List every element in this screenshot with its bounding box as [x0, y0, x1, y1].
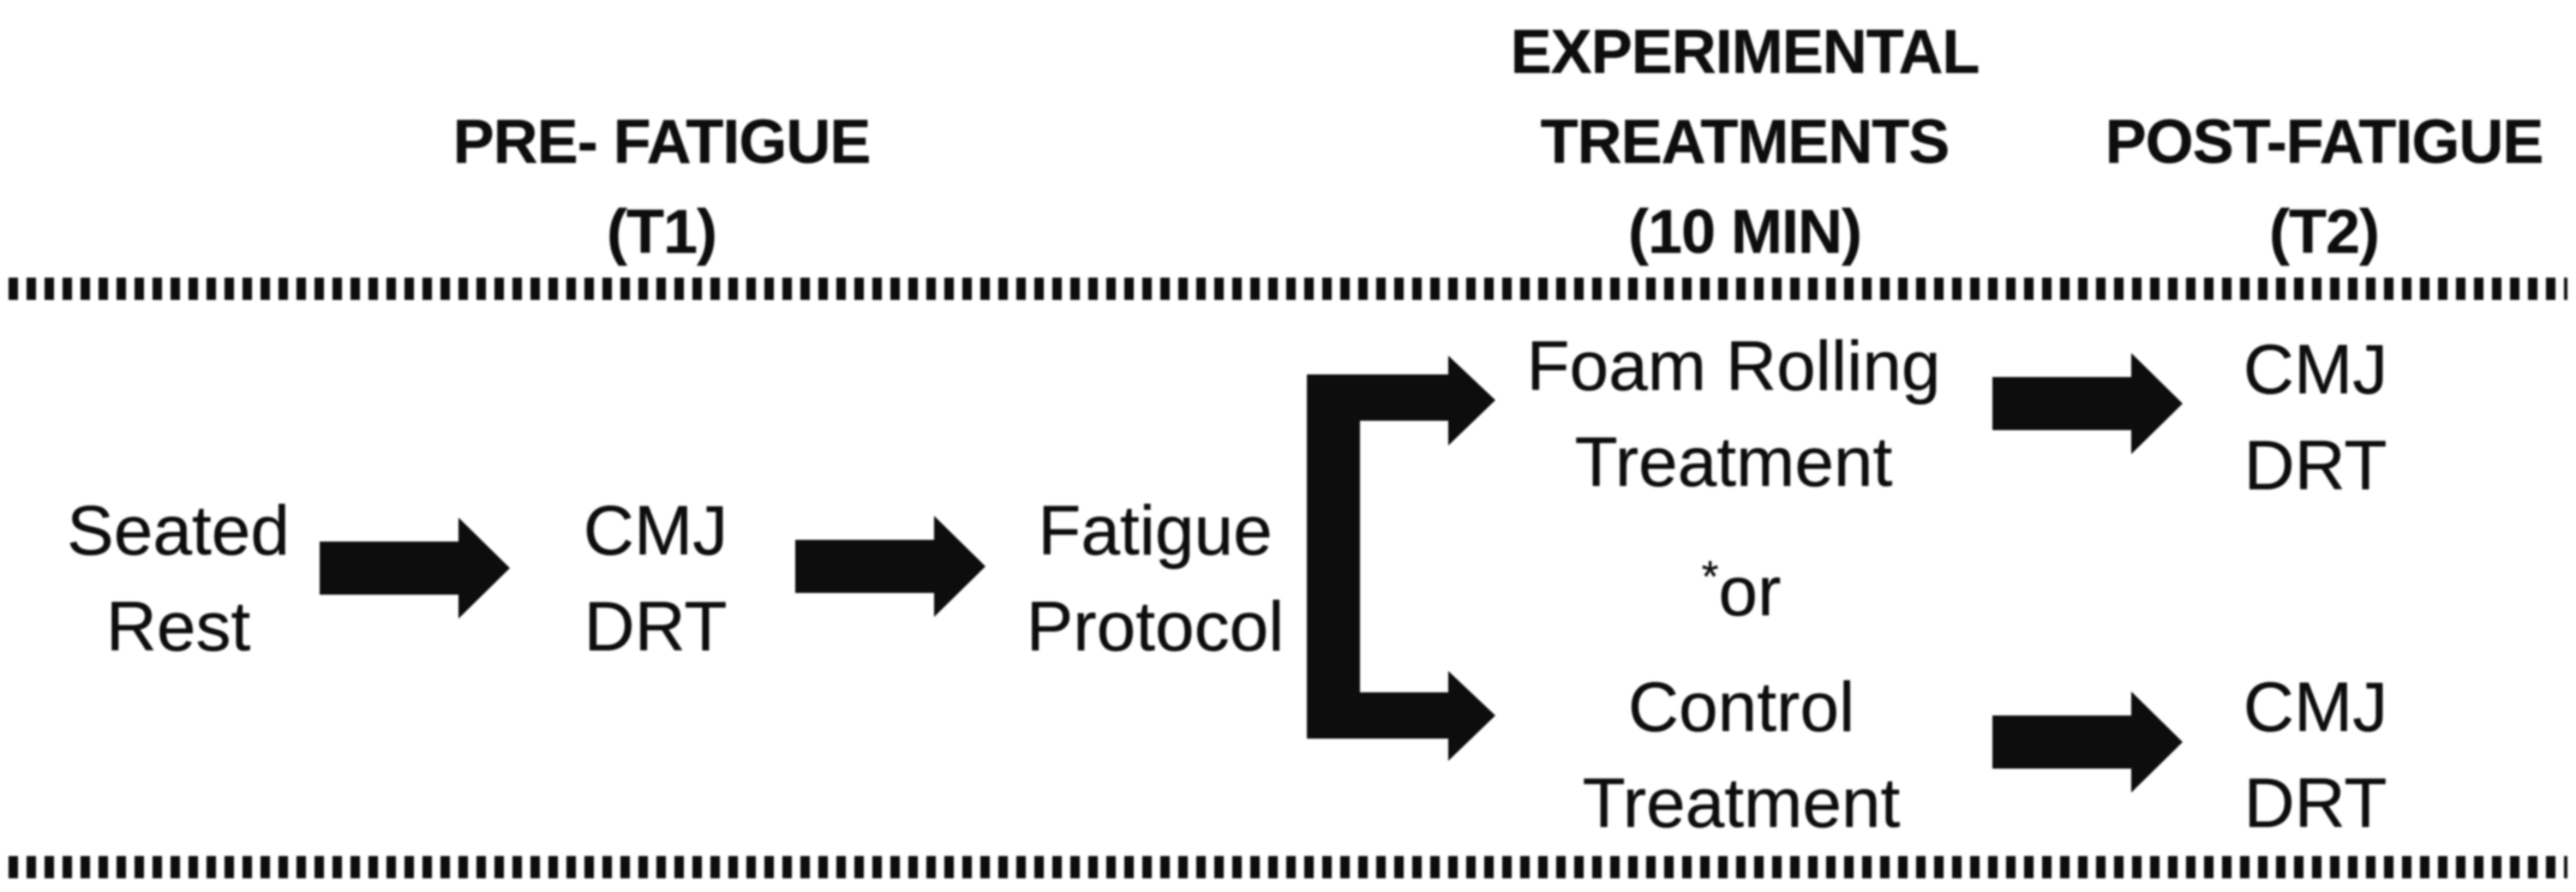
- node-cmj-drt-post-bottom-line1: CMJ: [2243, 668, 2388, 746]
- arrow-right-icon-2: [795, 516, 985, 617]
- node-fatigue-protocol-line2: Protocol: [1026, 588, 1285, 666]
- arrow-right-icon-3: [1992, 353, 2183, 454]
- node-foam-rolling-treatment: Foam Rolling Treatment: [1526, 319, 1940, 511]
- branch-bracket-icon: [1307, 351, 1495, 767]
- header-experimental-duration: (10 MIN): [1627, 198, 1862, 266]
- or-asterisk: *: [1701, 552, 1719, 602]
- header-experimental-line1: EXPERIMENTAL: [1510, 18, 1980, 87]
- node-cmj-drt-post-top: CMJ DRT: [2244, 322, 2388, 514]
- node-cmj-drt-post-top-line2: DRT: [2244, 427, 2387, 505]
- node-cmj-drt-post-top-line1: CMJ: [2243, 331, 2388, 409]
- node-seated-rest-line2: Rest: [105, 588, 251, 666]
- node-control-line1: Control: [1627, 668, 1855, 746]
- dotted-divider-top: [9, 278, 2567, 300]
- header-pre-fatigue-timepoint: (T1): [607, 198, 717, 266]
- header-post-fatigue: POST-FATIGUE (T2): [2105, 98, 2544, 278]
- arrow-right-icon-1: [320, 518, 510, 619]
- header-post-fatigue-timepoint: (T2): [2269, 198, 2380, 266]
- node-cmj-drt-pre-line2: DRT: [584, 588, 728, 666]
- header-experimental-treatments: EXPERIMENTAL TREATMENTS (10 MIN): [1511, 8, 1980, 278]
- node-cmj-drt-post-bottom-line2: DRT: [2244, 764, 2387, 842]
- node-seated-rest: Seated Rest: [67, 483, 290, 675]
- header-pre-fatigue-title: PRE- FATIGUE: [452, 108, 872, 177]
- node-foam-rolling-line2: Treatment: [1574, 423, 1893, 501]
- header-pre-fatigue: PRE- FATIGUE (T1): [452, 98, 872, 278]
- node-fatigue-protocol-line1: Fatigue: [1038, 492, 1273, 570]
- node-seated-rest-line1: Seated: [67, 492, 290, 570]
- node-cmj-drt-pre-line1: CMJ: [583, 492, 728, 570]
- node-control-line2: Treatment: [1582, 764, 1901, 842]
- node-control-treatment: Control Treatment: [1583, 660, 1901, 852]
- node-cmj-drt-pre: CMJ DRT: [584, 483, 728, 675]
- or-text: or: [1718, 552, 1782, 631]
- node-fatigue-protocol: Fatigue Protocol: [1027, 483, 1285, 675]
- node-foam-rolling-line1: Foam Rolling: [1526, 327, 1941, 405]
- header-post-fatigue-title: POST-FATIGUE: [2105, 108, 2544, 177]
- header-experimental-line2: TREATMENTS: [1540, 108, 1950, 177]
- node-cmj-drt-post-bottom: CMJ DRT: [2244, 660, 2388, 852]
- or-separator: *or: [1702, 529, 1782, 640]
- dotted-divider-bottom: [9, 856, 2567, 878]
- arrow-right-icon-4: [1992, 691, 2183, 793]
